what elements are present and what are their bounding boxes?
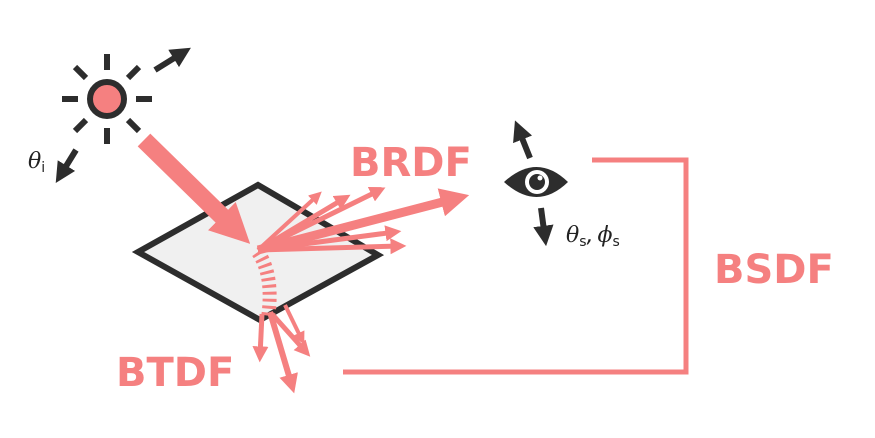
reflected-rays	[256, 187, 470, 255]
bsdf-bracket	[343, 157, 689, 375]
reflected-ray	[256, 188, 470, 255]
incident-beam	[137, 133, 251, 244]
reflected-ray	[256, 191, 322, 252]
bsdf-label: BSDF	[714, 247, 834, 293]
brdf-label: BRDF	[350, 140, 472, 186]
reflected-ray	[256, 194, 351, 253]
transmitted-ray	[270, 312, 311, 357]
sun-icon	[62, 54, 152, 144]
scatter-angle-label: θs,ϕs	[566, 223, 620, 250]
transmitted-ray	[267, 311, 298, 394]
reflected-ray	[257, 238, 407, 255]
transmitted-rays	[252, 304, 311, 394]
incident-direction-arrows	[55, 47, 191, 183]
btdf-label: BTDF	[116, 350, 234, 396]
transmitted-ray	[283, 304, 305, 345]
viewer-direction-arrows	[513, 120, 554, 247]
incident-angle-label: θi	[28, 149, 45, 176]
subsurface-path	[252, 248, 277, 319]
down-arrow	[533, 207, 554, 247]
eye-icon	[504, 167, 568, 197]
up-right-arrow	[153, 47, 191, 73]
transmitted-ray	[252, 313, 269, 363]
up-arrow	[513, 120, 533, 160]
down-left-arrow	[55, 148, 79, 183]
